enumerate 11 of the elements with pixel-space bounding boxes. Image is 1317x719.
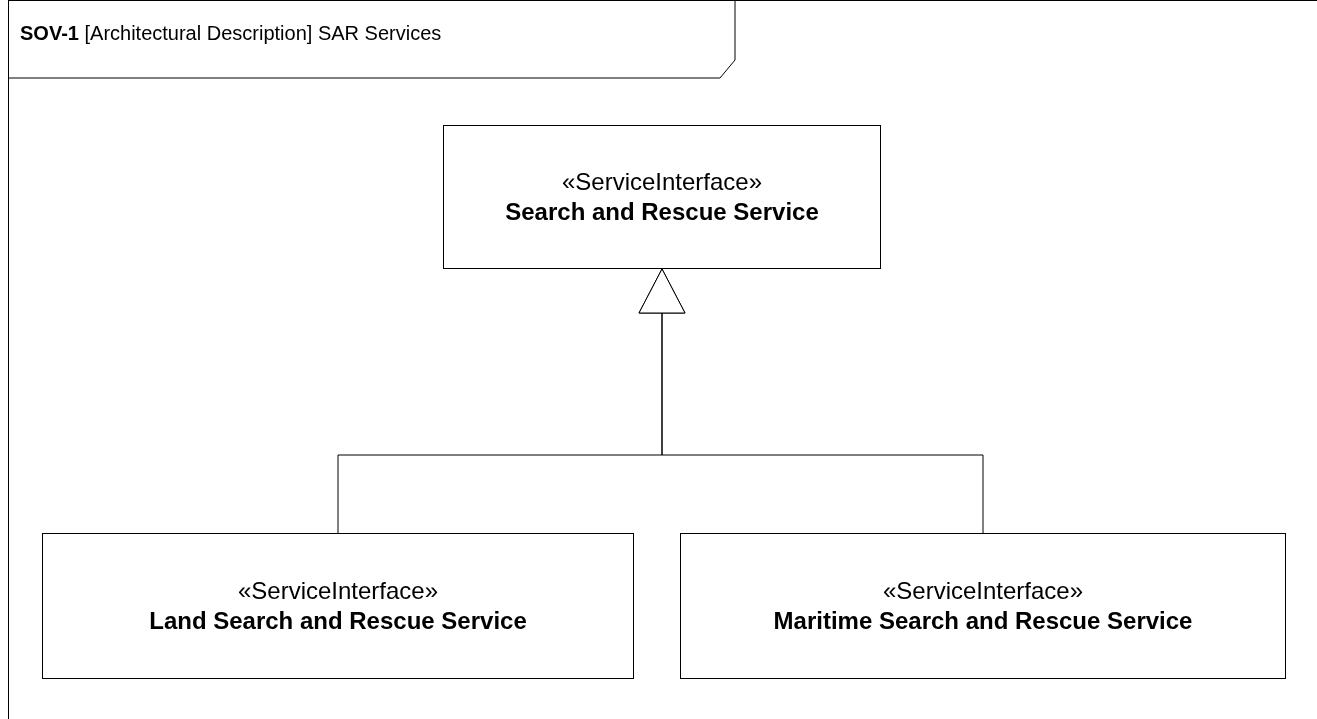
interface-name: Maritime Search and Rescue Service — [773, 606, 1193, 636]
stereotype-label: «ServiceInterface» — [237, 576, 439, 606]
generalization-arrow — [638, 268, 984, 534]
service-interface-box — [42, 533, 634, 679]
diagram-title: SOV-1 [Architectural Description] SAR Services — [20, 22, 442, 45]
interface-name: Land Search and Rescue Service — [149, 606, 527, 636]
stereotype-label: «ServiceInterface» — [561, 167, 763, 197]
stereotype-label: «ServiceInterface» — [882, 576, 1084, 606]
interface-name: Search and Rescue Service — [505, 197, 819, 227]
service-interface-box — [680, 533, 1286, 679]
service-interface-box — [443, 125, 881, 269]
